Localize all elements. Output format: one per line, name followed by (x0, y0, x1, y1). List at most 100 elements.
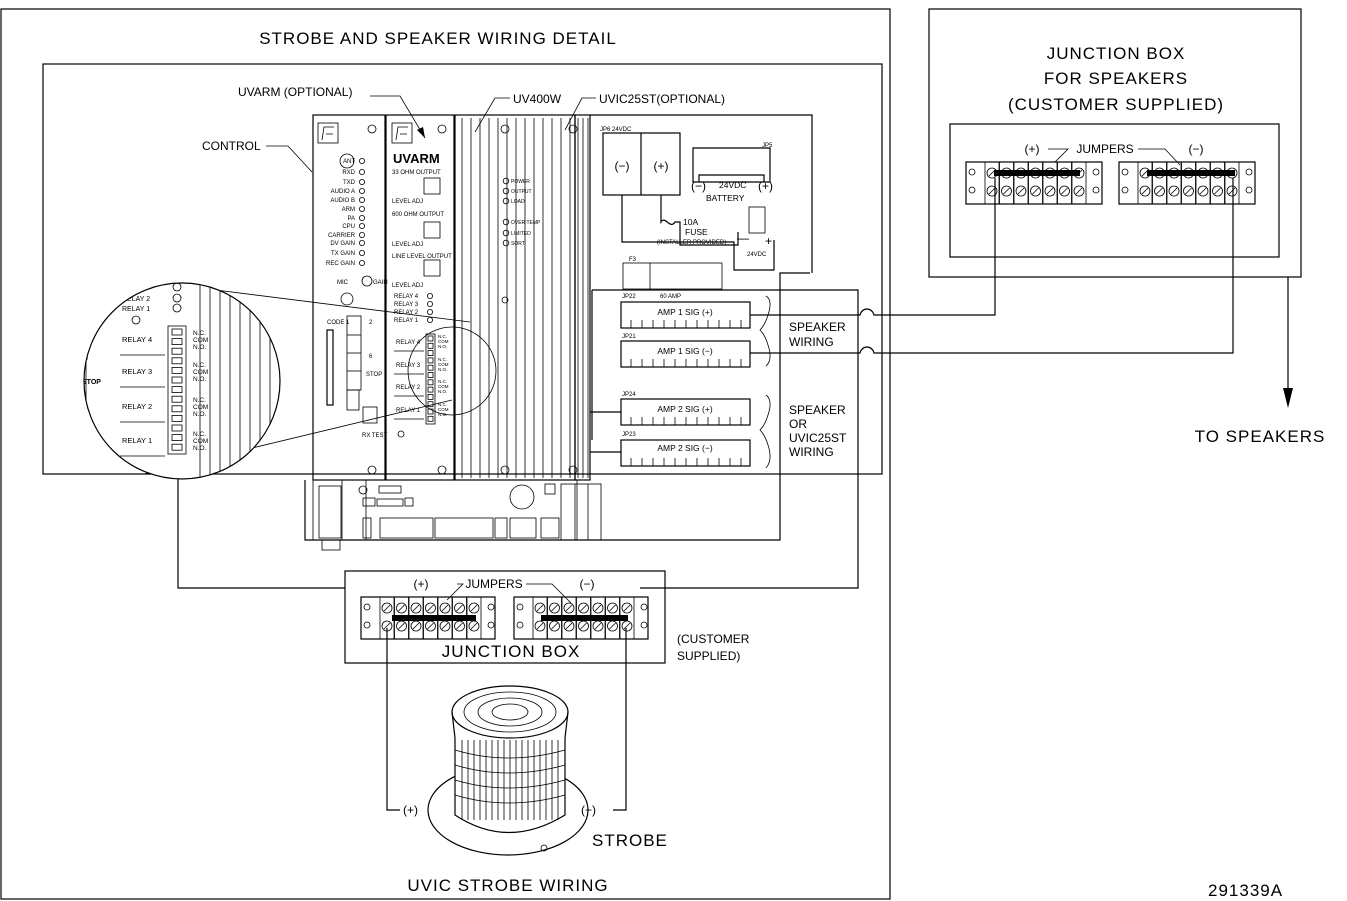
uv400w-led (502, 197, 510, 205)
terminal-screw (381, 602, 393, 614)
uvarm-contact-label: N.O. (438, 344, 447, 349)
svg-text:+: + (765, 234, 772, 248)
uvarm-contact-label: COM (438, 384, 449, 389)
uvarm-optional-label: UVARM (OPTIONAL) (238, 85, 352, 99)
mag-contact-label: COM (193, 438, 208, 445)
uv400w-led-label: OVER TEMP (511, 220, 541, 226)
battery-minus-terminal: (−) (615, 159, 630, 173)
uv400w-led (502, 229, 510, 237)
jp23-terminal: AMP 2 SIG (−) (657, 443, 713, 453)
mag-contact-label: N.C. (193, 431, 206, 438)
indicator-led (358, 178, 365, 185)
mag-contact-label: N.C. (193, 362, 206, 369)
terminal-screw (439, 602, 451, 614)
speaker-wiring-label-1: SPEAKER (789, 320, 846, 334)
uvarm-contact-label: COM (438, 339, 449, 344)
junction-box-label: JUNCTION BOX (442, 642, 581, 661)
strobe-plus: (+) (403, 803, 418, 817)
main-detail-frame (0, 8, 891, 900)
uvic25st-label: UVIC25ST(OPTIONAL) (599, 92, 725, 106)
indicator-led (358, 205, 365, 212)
indicator-led (358, 187, 365, 194)
uv400w-led-label: SORT (511, 241, 525, 247)
uvarm-line-level: LINE LEVEL OUTPUT (392, 254, 452, 260)
mag-contact-label: N.O. (193, 445, 207, 452)
mag-contact-label: N.C. (193, 330, 206, 337)
uv400w-led (502, 177, 510, 185)
indicator-pa: PA (347, 216, 355, 222)
uvarm-relay-label: RELAY 3 (394, 302, 419, 308)
terminal-screw (1015, 185, 1027, 197)
f3-60-amp: 60 AMP (660, 294, 681, 300)
rx-test-label: RX TEST (362, 433, 388, 439)
uv400w-led-label: POWER (511, 179, 530, 185)
supply-24vdc: 24VDC (747, 252, 767, 258)
enclosure-outline (42, 63, 883, 475)
jp24-terminal: AMP 2 SIG (+) (657, 404, 713, 414)
uvarm-contact-label: N.C. (438, 357, 447, 362)
strobe-minus: (−) (581, 803, 596, 817)
mag-relay-label: RELAY 4 (122, 335, 152, 344)
terminal-strips: AMP 1 SIG (+) JP21 AMP 1 SIG (−) JP24 AM… (620, 295, 771, 469)
indicator-led (358, 249, 365, 256)
uvarm-contact-label: COM (438, 362, 449, 367)
terminal-screw (607, 602, 618, 614)
uv400w-led-label: LOAD (511, 199, 525, 205)
mag-contact-label: N.O. (193, 411, 207, 418)
uvarm-contact-label: N.C. (438, 334, 447, 339)
uvarm-contact-label: N.C. (438, 379, 447, 384)
mic-label: MIC (337, 280, 349, 286)
indicator-carrier: CARRIER (328, 233, 356, 239)
terminal-screw (468, 602, 480, 614)
wires (177, 178, 1234, 811)
jp24-label: JP24 (622, 392, 636, 398)
stop-label: STOP (366, 372, 382, 378)
speaker-junction-minus: (−) (1189, 142, 1204, 156)
uv400w-led-label: LIMITED (511, 231, 531, 237)
battery-area: JP6 24VDC (−) (+) JP5 (−) 24VDC (+) BATT… (600, 127, 775, 300)
terminal-screw (549, 602, 560, 614)
jp21-label: JP21 (622, 334, 636, 340)
uvarm-contact-label: N.C. (438, 402, 447, 407)
terminal-screw (1197, 185, 1209, 197)
mag-contact-label: COM (193, 337, 208, 344)
terminal-screw (1212, 185, 1223, 197)
mag-relay-label: RELAY 2 (122, 402, 152, 411)
mag-stop: STOP (82, 379, 101, 386)
terminal-screw (381, 620, 393, 632)
code-1-label: CODE 1 (327, 320, 350, 326)
battery-24vdc: 24VDC (719, 180, 746, 190)
mag-contact-label: N.O. (193, 344, 207, 351)
mag-relay-top-label: RELAY 2 (122, 296, 150, 303)
to-speakers-label: TO SPEAKERS (1195, 427, 1326, 446)
customer-supplied-2: SUPPLIED) (677, 649, 740, 663)
indicator-txd: TXD (343, 180, 356, 186)
bottom-chassis (312, 479, 602, 551)
indicator-led (358, 168, 365, 175)
mag-relay-label: RELAY 1 (122, 436, 152, 445)
speaker-junction-title-1: JUNCTION BOX (1047, 44, 1186, 63)
strobe-junction-jumpers: JUMPERS (465, 577, 522, 591)
speaker-junction-title-2: FOR SPEAKERS (1044, 69, 1188, 88)
speaker-wiring-label-2: SPEAKER (789, 403, 846, 417)
battery-label: BATTERY (706, 193, 745, 203)
drawing-number: 291339A (1208, 881, 1283, 900)
terminal-screw (396, 602, 407, 614)
mag-contact-label: N.O. (193, 376, 207, 383)
terminal-screw (1059, 185, 1070, 197)
speaker-junction-jumpers: JUMPERS (1076, 142, 1133, 156)
indicator-led (358, 231, 365, 238)
terminal-screw (454, 602, 465, 614)
gain-label: GAIN (373, 280, 388, 286)
jp22-terminal: AMP 1 SIG (+) (657, 307, 713, 317)
indicator-cpu: CPU (342, 224, 355, 230)
uvarm-relay-block-label: RELAY 4 (396, 340, 421, 346)
terminal-screw (563, 602, 575, 614)
customer-supplied-1: (CUSTOMER (677, 632, 750, 646)
terminal-screw (534, 602, 546, 614)
main-title: STROBE AND SPEAKER WIRING DETAIL (259, 29, 617, 48)
uvarm-level-adj-1: LEVEL ADJ (392, 199, 423, 205)
wiring-label-2: WIRING (789, 445, 834, 459)
